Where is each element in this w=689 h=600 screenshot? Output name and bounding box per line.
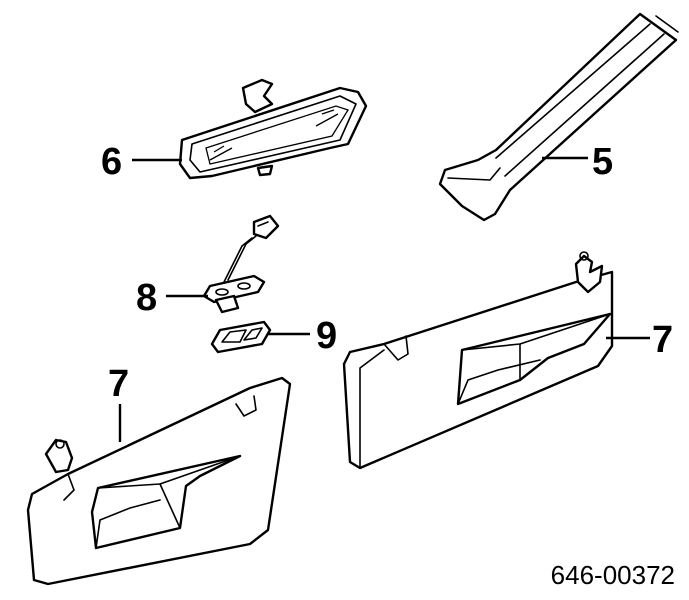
sun-visor-left	[26, 376, 292, 586]
callout-6: 6	[101, 141, 122, 183]
callout-7-right: 7	[652, 319, 673, 361]
callout-7-left: 7	[108, 363, 129, 405]
document-number: 646-00372	[551, 560, 675, 590]
map-lamp-lens	[210, 320, 272, 354]
rear-view-mirror	[178, 78, 368, 180]
callout-8: 8	[136, 277, 157, 319]
sun-visor-right	[342, 251, 614, 470]
pillar-trim	[438, 12, 679, 222]
callout-5: 5	[592, 141, 613, 183]
callout-9: 9	[316, 315, 337, 357]
map-lamp-bracket	[202, 214, 280, 314]
